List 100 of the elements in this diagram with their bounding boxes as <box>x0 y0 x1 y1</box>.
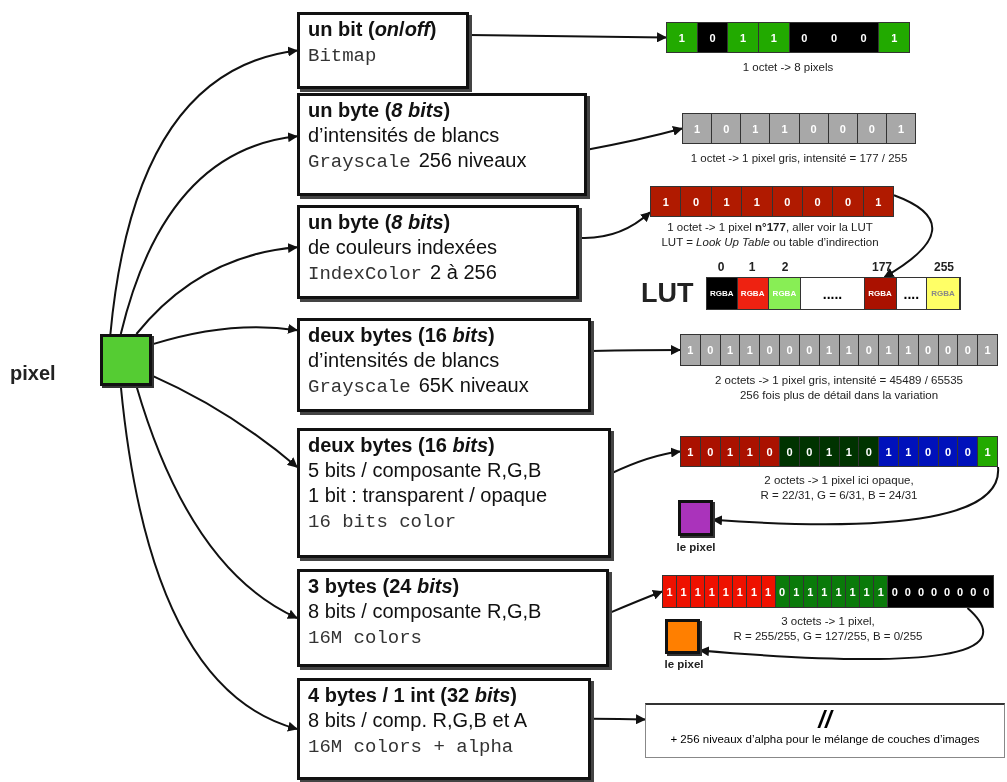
bit-cell: 0 <box>848 23 880 52</box>
format-description: d’intensités de blancs <box>308 124 500 146</box>
format-heading: deux bytes (16 bits) <box>308 434 495 456</box>
note-text: + 256 niveaux d’alpha pour le mélange de couches d’images <box>669 733 981 745</box>
bit-cell: 0 <box>799 114 829 143</box>
bit-cell: 0 <box>780 437 800 466</box>
bit-cell: 1 <box>733 576 748 607</box>
bit-cell: 1 <box>839 335 860 365</box>
format-box <box>297 678 591 780</box>
format-heading: un bit (on/off) <box>308 18 437 40</box>
format-description: 8 bits / composante R,G,B <box>308 600 542 622</box>
bit-strip <box>666 22 910 53</box>
note-box <box>645 703 1005 758</box>
bit-cell: 0 <box>828 114 858 143</box>
bit-cell: 0 <box>712 114 742 143</box>
bit-cell: 1 <box>667 23 698 52</box>
index-number: 2 <box>780 260 790 274</box>
arrow <box>119 385 298 731</box>
pixel-label: pixel <box>10 362 56 384</box>
bit-cell: 1 <box>651 187 682 216</box>
arrow <box>151 374 298 468</box>
lut-cell: RGBA <box>864 278 897 309</box>
bit-strip <box>662 575 994 608</box>
index-number: 0 <box>716 260 726 274</box>
bit-cell: 1 <box>740 437 761 466</box>
format-name: IndexColor <box>308 263 423 285</box>
bit-cell: 0 <box>780 335 800 365</box>
bit-cell: 1 <box>677 576 692 607</box>
pixel-label: le pixel <box>663 657 705 671</box>
lut-cell: RGBA <box>737 278 769 309</box>
bit-cell: 1 <box>846 576 861 607</box>
bit-cell: 0 <box>697 23 729 52</box>
bit-cell: 1 <box>978 335 997 365</box>
bit-cell: 0 <box>901 576 915 607</box>
format-box <box>297 12 469 89</box>
index-number: 177 <box>871 260 893 274</box>
node-label: 1 octet -> 1 pixel n°177, aller voir la LUT <box>666 220 874 234</box>
lut-cell: RGBA <box>768 278 802 309</box>
bit-cell: 1 <box>819 437 840 466</box>
bit-cell: 1 <box>863 187 893 216</box>
arrow <box>119 132 298 335</box>
separator-mark: // <box>816 707 835 733</box>
bit-strip <box>682 113 916 144</box>
pixel-square <box>100 334 152 386</box>
bit-cell: 1 <box>711 187 743 216</box>
pixel-square <box>678 500 713 536</box>
pixel-square <box>665 619 700 654</box>
bit-cell: 1 <box>683 114 713 143</box>
arrow <box>699 607 984 660</box>
format-description: d’intensités de blancs <box>308 349 500 371</box>
bit-cell: 0 <box>859 437 880 466</box>
bit-cell: 1 <box>898 335 919 365</box>
bit-cell: 1 <box>720 335 741 365</box>
bit-cell: 0 <box>833 187 864 216</box>
index-number: 255 <box>933 260 955 274</box>
bit-strip <box>680 334 998 366</box>
node-label: R = 22/31, G = 6/31, B = 24/31 <box>759 488 919 502</box>
bit-cell: 1 <box>839 437 860 466</box>
bit-cell: 0 <box>802 187 834 216</box>
bit-cell: 1 <box>860 576 875 607</box>
bit-cell: 0 <box>681 187 712 216</box>
bit-cell: 1 <box>978 437 997 466</box>
bit-cell: 1 <box>720 437 741 466</box>
index-number: 1 <box>747 260 757 274</box>
bit-cell: 1 <box>886 114 915 143</box>
format-heading: 4 bytes / 1 int (32 bits) <box>308 684 517 706</box>
bit-cell: 0 <box>958 335 979 365</box>
arrow <box>151 324 298 346</box>
bit-cell: 1 <box>898 437 919 466</box>
bit-cell: 1 <box>681 335 701 365</box>
bit-cell: 1 <box>719 576 734 607</box>
format-description: 65K niveaux <box>418 374 529 396</box>
bit-cell: 1 <box>770 114 800 143</box>
bit-cell: 0 <box>760 335 781 365</box>
arrow <box>135 385 298 619</box>
bit-cell: 1 <box>874 576 889 607</box>
node-label: R = 255/255, G = 127/255, B = 0/255 <box>732 629 924 643</box>
bit-cell: 1 <box>741 114 771 143</box>
format-name: 16M colors <box>308 627 423 649</box>
format-description: 256 niveaux <box>418 149 527 171</box>
bit-cell: 1 <box>879 437 899 466</box>
format-description: 1 bit : transparent / opaque <box>308 484 548 506</box>
node-label: 2 octets -> 1 pixel ici opaque, <box>763 473 915 487</box>
bit-cell: 1 <box>705 576 720 607</box>
table-title: LUT <box>641 279 694 308</box>
node-label: 2 octets -> 1 pixel gris, intensité = 45489 / 65535 <box>713 373 965 387</box>
bit-cell: 0 <box>914 576 928 607</box>
bit-cell: 1 <box>691 576 706 607</box>
bit-cell: 1 <box>758 23 790 52</box>
bit-cell: 0 <box>938 437 959 466</box>
format-heading: un byte (8 bits) <box>308 99 451 121</box>
bit-cell: 0 <box>799 335 820 365</box>
lut-cell: RGBA <box>927 278 960 309</box>
lookup-table <box>706 277 961 310</box>
node-label: 1 octet -> 1 pixel gris, intensité = 177 / 255 <box>689 151 909 165</box>
node-label: LUT = Look Up Table ou table d’indirection <box>660 235 880 249</box>
bit-cell: 0 <box>760 437 781 466</box>
bit-cell: 0 <box>927 576 941 607</box>
bit-cell: 1 <box>728 23 759 52</box>
format-box <box>297 318 591 412</box>
